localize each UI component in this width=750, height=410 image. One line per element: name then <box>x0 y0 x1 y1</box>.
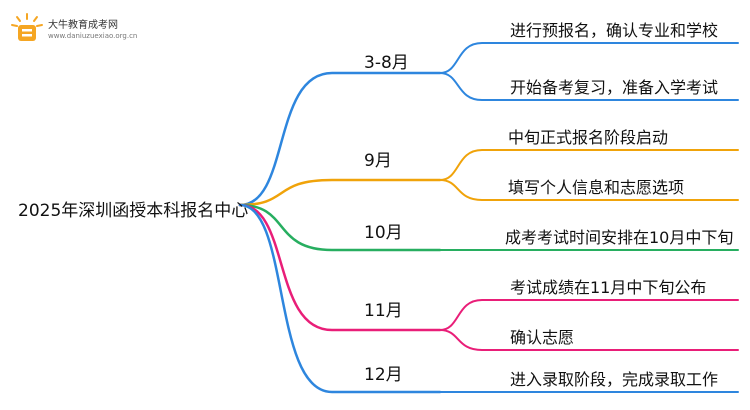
leaf-line-0-0 <box>439 42 739 74</box>
leaf-line-0-1 <box>439 72 739 101</box>
leaf-label-0-1: 开始备考复习，准备入学考试 <box>510 78 719 97</box>
month-label-3: 11月 <box>364 301 403 321</box>
leaf-line-1-1 <box>439 179 739 201</box>
branch-line-2 <box>238 203 442 252</box>
leaf-line-3-0 <box>439 299 739 331</box>
book-logo-icon <box>11 13 43 41</box>
leaf-label-4-0: 进入录取阶段，完成录取工作 <box>510 370 719 389</box>
month-label-0: 3-8月 <box>364 53 409 73</box>
leaf-line-3-1 <box>439 329 739 351</box>
month-label-1: 9月 <box>364 151 392 171</box>
month-label-2: 10月 <box>364 223 403 243</box>
leaf-label-3-0: 考试成绩在11月中下旬公布 <box>510 278 707 297</box>
branch-line-1 <box>238 178 442 207</box>
root-node-label: 2025年深圳函授本科报名中心 <box>18 201 249 221</box>
logo: 大牛教育成考网 www.daniuzuexiao.org.cn <box>10 12 160 52</box>
month-label-4: 12月 <box>364 365 403 385</box>
leaf-label-2-0: 成考考试时间安排在10月中下旬 <box>505 228 734 247</box>
logo-site-text: www.daniuzuexiao.org.cn <box>48 32 138 40</box>
branch-line-4 <box>238 203 442 394</box>
branch-line-3 <box>238 203 442 332</box>
logo-brand-text: 大牛教育成考网 <box>48 20 118 31</box>
leaf-line-1-0 <box>439 149 739 181</box>
branch-line-0 <box>238 71 442 207</box>
leaf-label-1-1: 填写个人信息和志愿选项 <box>508 178 685 197</box>
leaf-label-1-0: 中旬正式报名阶段启动 <box>508 128 669 147</box>
leaf-label-3-1: 确认志愿 <box>510 328 575 347</box>
leaf-label-0-0: 进行预报名，确认专业和学校 <box>510 21 719 40</box>
